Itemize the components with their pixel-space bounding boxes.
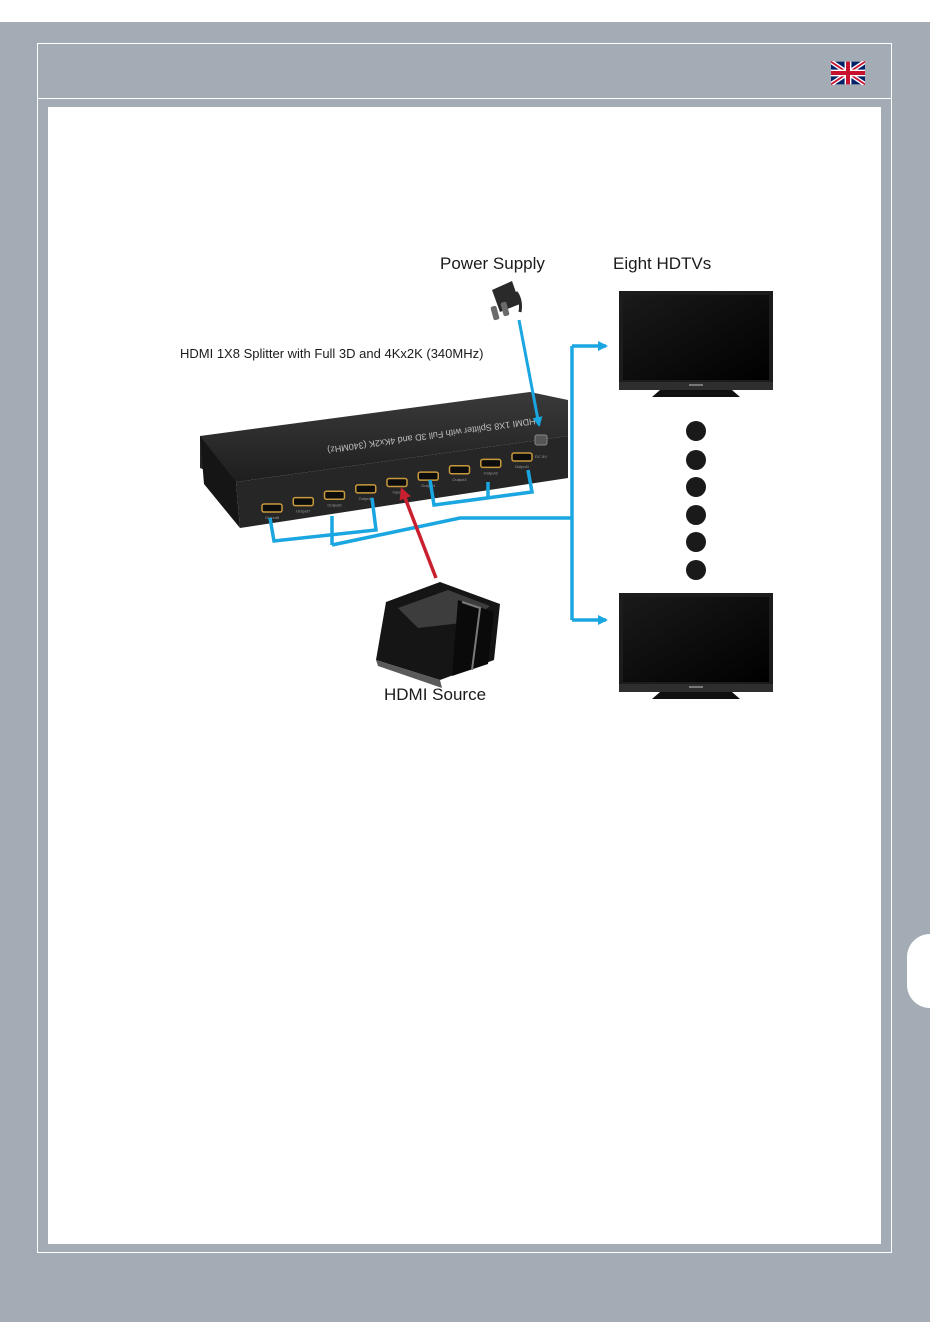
dc-port — [535, 435, 547, 445]
eight-hdtvs-label: Eight HDTVs — [613, 254, 711, 274]
hdmi-port — [325, 491, 345, 499]
hdmi-port-label: Output2 — [484, 470, 499, 475]
hdmi-port — [450, 466, 470, 474]
hdmi-port — [262, 504, 282, 512]
hdmi-port — [418, 472, 438, 480]
tv-icon — [619, 291, 773, 397]
hdmi-port — [293, 498, 313, 506]
hdmi-port — [512, 453, 532, 461]
hdmi-port-label: Output1 — [515, 464, 530, 469]
hdmi-port-label: Output8 — [265, 515, 280, 520]
hdmi-port-label: Output6 — [327, 502, 342, 507]
splitter-device: HDMI 1X8 Splitter with Full 3D and 4Kx2K… — [200, 392, 568, 528]
dc-port-label: DC 5V — [535, 454, 547, 459]
hdmi-source-label: HDMI Source — [384, 685, 486, 705]
hdmi-port — [387, 479, 407, 487]
hdmi-port — [356, 485, 376, 493]
hdmi-port-label: Output3 — [452, 477, 467, 482]
hdmi-port-label: Output7 — [296, 509, 311, 514]
hdmi-port-label: Output4 — [421, 483, 436, 488]
input-cable — [402, 490, 436, 578]
power-adapter-icon — [490, 281, 520, 321]
game-console-icon — [376, 582, 500, 688]
hdmi-port-label: Input — [393, 490, 403, 495]
power-supply-label: Power Supply — [440, 254, 545, 274]
splitter-label: HDMI 1X8 Splitter with Full 3D and 4Kx2K… — [180, 346, 483, 361]
tv-ellipsis-dots — [686, 421, 706, 580]
tv-icon — [619, 593, 773, 699]
hdmi-port — [481, 459, 501, 467]
